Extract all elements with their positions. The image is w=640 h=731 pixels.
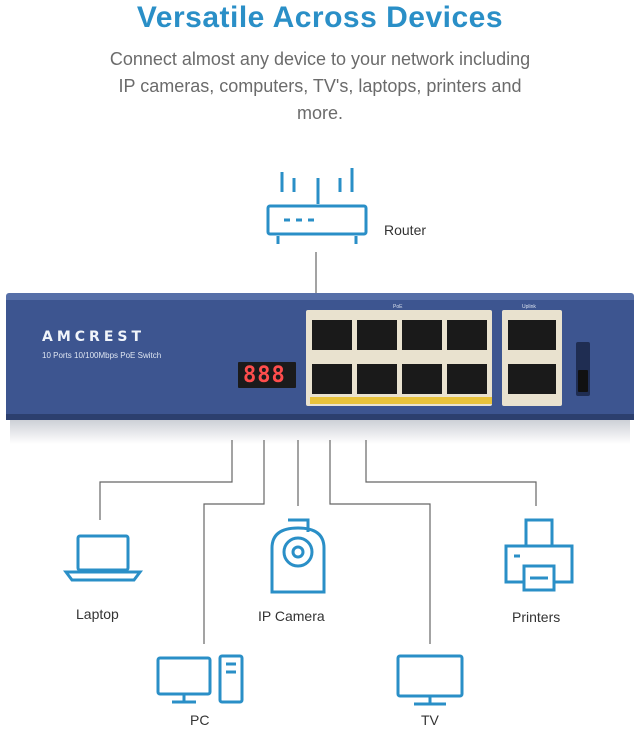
router-icon: [266, 168, 368, 244]
poe-port-bank: [306, 310, 492, 406]
mode-switch-knob: [578, 370, 588, 392]
printer-link-line: [365, 440, 537, 506]
printers-label: Printers: [512, 609, 561, 625]
switch-brand-label: AMCREST: [42, 329, 146, 345]
tv-label: TV: [421, 712, 439, 728]
led-display: [238, 362, 296, 388]
poe-ports: [312, 320, 487, 394]
tv-link-line: [329, 440, 431, 644]
tv-icon: [396, 654, 464, 706]
pc-link-line: [203, 440, 265, 644]
printer-icon: [504, 518, 574, 592]
poe-switch: [6, 293, 634, 420]
ip-camera-label: IP Camera: [258, 608, 325, 624]
switch-shadow: [10, 418, 630, 444]
router-label: Router: [384, 222, 427, 238]
uplink-ports: [508, 320, 556, 394]
pc-label: PC: [190, 712, 210, 728]
uplink-bank-label: Uplink: [522, 304, 536, 310]
switch-model-label: 10 Ports 10/100Mbps PoE Switch: [42, 351, 162, 360]
laptop-icon: [63, 534, 143, 582]
laptop-label: Laptop: [76, 606, 119, 622]
poe-bank-label: PoE: [393, 304, 403, 310]
page-subtitle: Connect almost any device to your networ…: [109, 49, 531, 123]
connection-lines: [99, 440, 537, 644]
laptop-link-line: [99, 440, 233, 520]
pc-icon: [156, 654, 244, 704]
page-title: Versatile Across Devices: [136, 1, 504, 34]
ip-camera-icon: [270, 518, 326, 594]
poe-port-leds: [310, 397, 492, 404]
led-readout: 888: [243, 363, 286, 388]
